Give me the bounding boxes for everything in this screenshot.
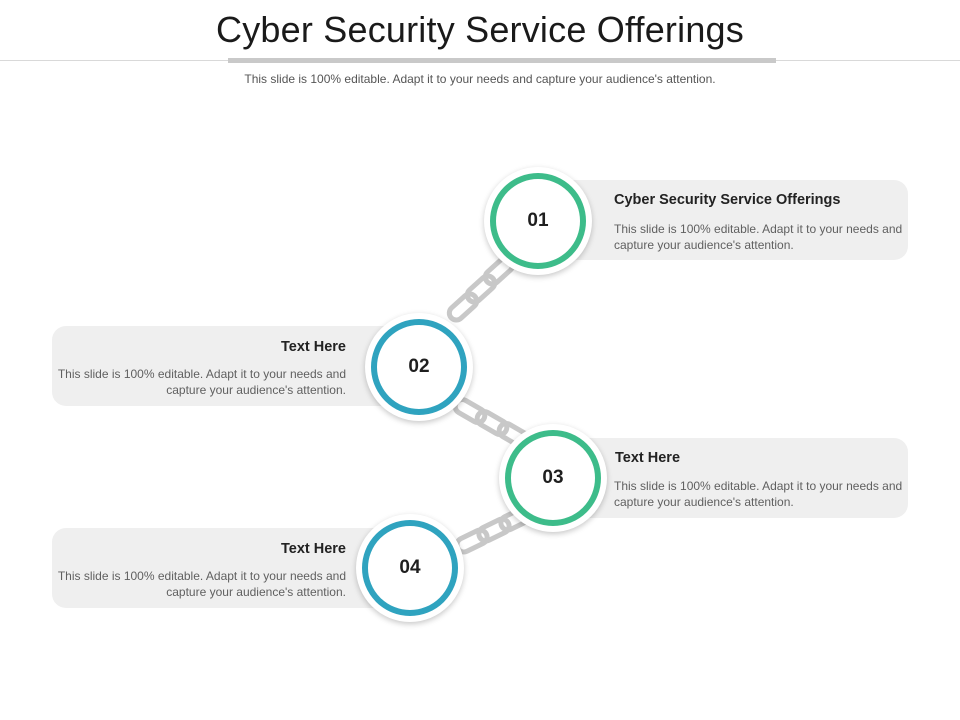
step-ring-01 xyxy=(490,173,586,269)
step-text-04: This slide is 100% editable. Adapt it to… xyxy=(57,569,346,599)
title-underline xyxy=(228,58,776,63)
step-title-01: Cyber Security Service Offerings xyxy=(614,192,841,208)
step-ring-02 xyxy=(371,319,467,415)
step-card-03 xyxy=(560,438,908,518)
step-card-01 xyxy=(560,180,908,260)
step-text-03: This slide is 100% editable. Adapt it to… xyxy=(614,479,903,509)
step-circle-04: 04 xyxy=(356,514,464,622)
step-title-04: Text Here xyxy=(280,541,346,557)
step-title-03: Text Here xyxy=(615,450,681,466)
step-ring-04 xyxy=(362,520,458,616)
step-number-03: 03 xyxy=(542,467,564,488)
step-number-01: 01 xyxy=(527,210,549,231)
step-number-04: 04 xyxy=(399,557,421,578)
step-circle-01: 01 xyxy=(484,167,592,275)
step-ring-03 xyxy=(505,430,601,526)
step-text-01: This slide is 100% editable. Adapt it to… xyxy=(614,222,903,252)
step-card-02 xyxy=(52,326,400,406)
step-circle-02: 02 xyxy=(365,313,473,421)
step-number-02: 02 xyxy=(408,356,430,377)
step-circle-03: 03 xyxy=(499,424,607,532)
step-text-02: This slide is 100% editable. Adapt it to… xyxy=(57,367,346,397)
step-title-02: Text Here xyxy=(280,339,346,355)
page-title: Cyber Security Service Offerings xyxy=(216,9,744,50)
page-subtitle: This slide is 100% editable. Adapt it to… xyxy=(244,72,716,86)
step-card-04 xyxy=(52,528,400,608)
